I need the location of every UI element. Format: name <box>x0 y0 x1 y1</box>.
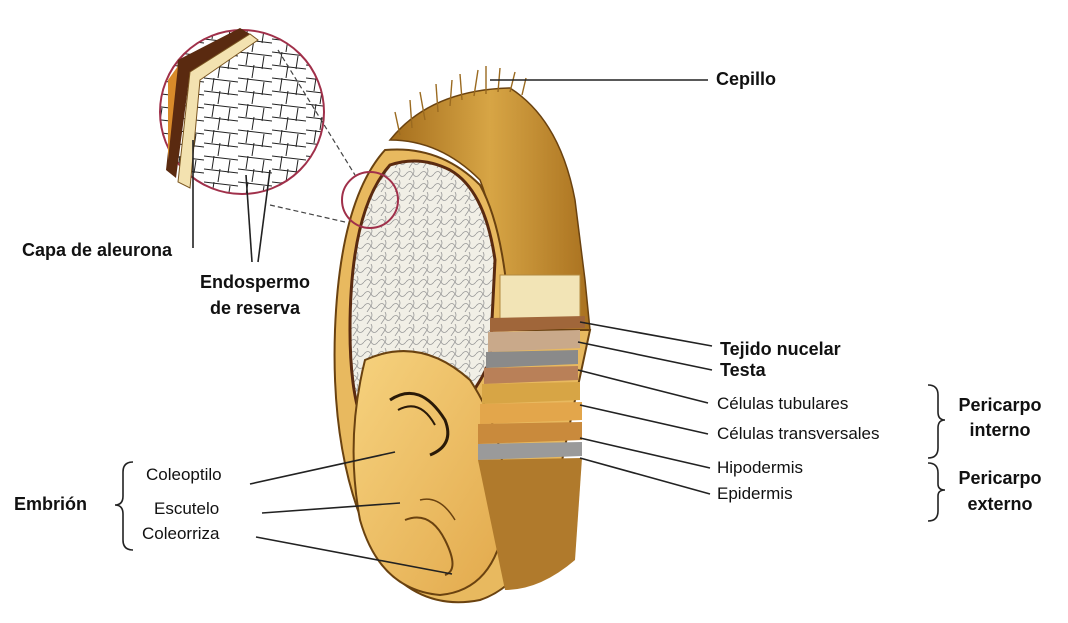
label-hipodermis: Hipodermis <box>717 458 803 478</box>
leader-testa <box>578 342 712 370</box>
label-testa: Testa <box>720 360 766 381</box>
brace-pericarpo-externo <box>928 463 945 521</box>
brace-embrion <box>115 462 133 550</box>
label-coleorriza: Coleorriza <box>142 524 219 544</box>
label-endospermo-line2: de reserva <box>188 298 322 319</box>
label-capa-aleurona: Capa de aleurona <box>22 240 172 261</box>
label-embrion: Embrión <box>14 494 87 515</box>
leader-tubulares <box>578 370 708 403</box>
label-escutelo: Escutelo <box>154 499 219 519</box>
label-pericarpo-interno-line2: interno <box>950 420 1050 441</box>
label-coleoptilo: Coleoptilo <box>146 465 222 485</box>
brace-pericarpo-interno <box>928 385 945 458</box>
label-epidermis: Epidermis <box>717 484 793 504</box>
label-celulas-transversales: Células transversales <box>717 424 880 444</box>
label-pericarpo-externo-line2: externo <box>950 494 1050 515</box>
label-pericarpo-interno-line1: Pericarpo <box>950 395 1050 416</box>
label-celulas-tubulares: Células tubulares <box>717 394 848 414</box>
label-endospermo-line1: Endospermo <box>188 272 322 293</box>
label-tejido-nucelar: Tejido nucelar <box>720 339 841 360</box>
label-cepillo: Cepillo <box>716 69 776 90</box>
label-pericarpo-externo-line1: Pericarpo <box>950 468 1050 489</box>
leader-transversales <box>580 405 708 434</box>
leader-tejido-nucelar <box>580 322 712 346</box>
